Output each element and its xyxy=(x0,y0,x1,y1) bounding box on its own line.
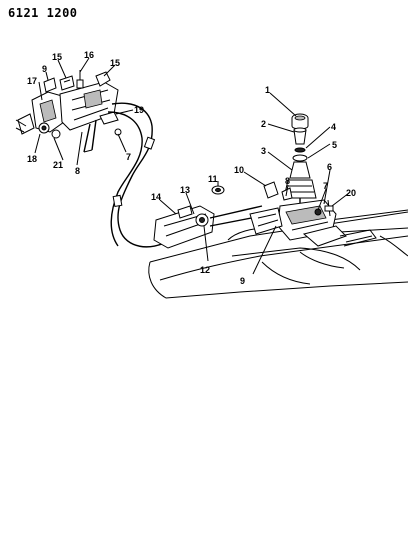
callout-13: 13 xyxy=(180,185,190,195)
callout-8-left: 8 xyxy=(75,166,80,176)
callout-2: 2 xyxy=(261,119,266,129)
shifter-assembly xyxy=(249,113,377,247)
callout-19: 19 xyxy=(134,105,144,115)
callout-9-upper: 9 xyxy=(42,64,47,74)
diagram-code: 6121 1200 xyxy=(8,6,78,20)
callout-4: 4 xyxy=(331,122,336,132)
callout-1: 1 xyxy=(265,85,270,95)
callout-9-lower: 9 xyxy=(240,276,245,286)
callout-18: 18 xyxy=(27,154,37,164)
callout-7-right: 7 xyxy=(323,181,328,191)
callout-15-left: 15 xyxy=(52,52,62,62)
leader-lines xyxy=(34,57,350,275)
callout-15-right: 15 xyxy=(110,58,120,68)
callout-6: 6 xyxy=(327,162,332,172)
callout-16: 16 xyxy=(84,50,94,60)
callout-8-right: 8 xyxy=(285,176,290,186)
callout-11: 11 xyxy=(208,174,218,184)
callout-7-left: 7 xyxy=(126,152,131,162)
callout-14: 14 xyxy=(151,192,161,202)
callout-3: 3 xyxy=(261,146,266,156)
floor-pan xyxy=(148,209,408,299)
callout-labels: 1 2 3 4 5 6 7 8 9 10 11 12 13 14 15 16 1… xyxy=(27,50,356,286)
callout-20: 20 xyxy=(346,188,356,198)
cable-bracket xyxy=(153,185,263,249)
transaxle-bracket-assembly xyxy=(15,70,122,153)
callout-5: 5 xyxy=(332,140,337,150)
callout-10: 10 xyxy=(234,165,244,175)
callout-12: 12 xyxy=(200,265,210,275)
shift-cables xyxy=(107,102,191,248)
callout-21: 21 xyxy=(53,160,63,170)
callout-17: 17 xyxy=(27,76,37,86)
